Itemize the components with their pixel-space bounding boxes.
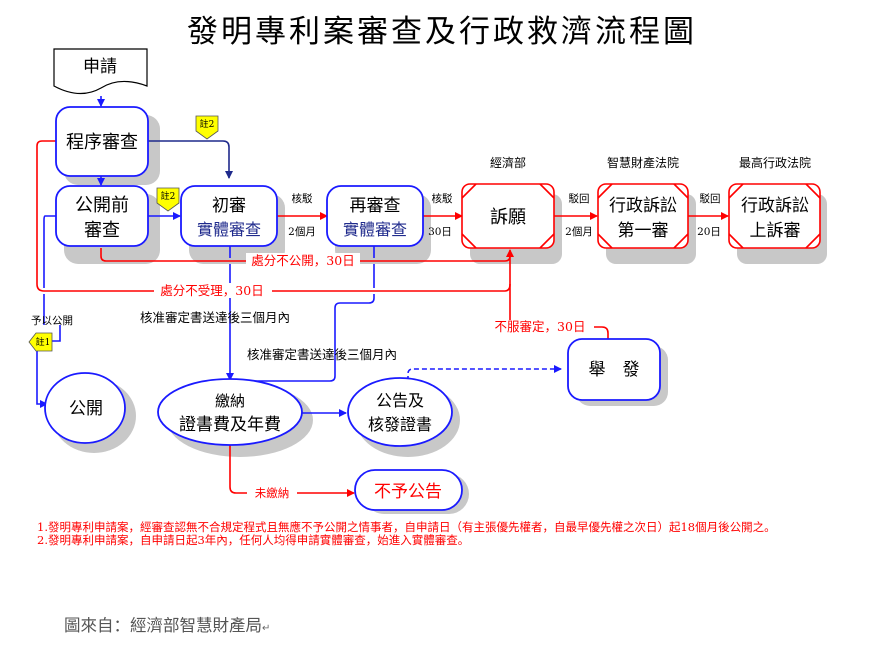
node-pay-label-2: 證書費及年費 [179,415,281,435]
node-reexam[interactable] [326,185,424,247]
node-publish[interactable] [44,372,126,444]
edge-invalidation-to-appeal [594,326,609,340]
node-announce-label-2: 核發證書 [368,415,432,434]
node-procedural-review[interactable] [55,106,149,177]
edge-not-accepted [36,140,511,292]
label-reject-1: 核駁 [292,192,313,205]
edge-unpaid [229,444,355,497]
node-appeal-label: 訴願 [490,207,526,228]
edge-reexam-to-pay [235,246,375,382]
source-text: 圖來自：經濟部智慧財產局 [64,616,262,635]
edge-prepub-left [43,215,56,325]
node-procedural-label: 程序審查 [66,132,138,153]
node-sac-label-1: 行政訴訟 [741,196,809,216]
label-approve-2: 核准審定書送達後三個月內 [247,347,397,362]
agency-supreme-admin: 最高行政法院 [739,155,811,170]
node-not-announce-label: 不予公告 [374,482,442,502]
paragraph-mark-icon: ↵ [262,623,271,634]
edge-announce-to-invalidation [407,365,562,381]
svg-text:註2: 註2 [200,118,215,130]
node-reexam-label-1: 再審查 [350,196,401,216]
label-no-publish: 處分不公開，30日 [251,253,354,268]
label-dismiss-1-period: 2個月 [565,225,593,238]
node-sac-label-2: 上訴審 [750,221,801,241]
note-tag-2b: 註2 [156,187,180,212]
node-pay-fees[interactable] [157,378,303,446]
footnotes: 1.發明專利申請案，經審查認無不合規定程式且無應不予公開之情事者，自申請日（有主… [37,521,857,547]
note-tag-1: 註1 [28,332,53,352]
label-reject-1-period: 2個月 [288,225,316,238]
svg-text:註1: 註1 [36,336,51,348]
red-connectors [36,140,729,497]
svg-text:註2: 註2 [161,190,176,202]
navy-connectors [148,140,233,179]
node-reexam-label-2: 實體審查 [343,220,407,239]
note-tag-2a: 註2 [195,115,219,140]
node-initial-label-1: 初審 [212,196,246,216]
edge-procedural-to-initial [148,140,233,179]
footnote-2: 2.發明專利申請案，自申請日起3年內，任何人均得申請實體審查，始進入實體審查。 [37,533,470,547]
label-reject-2-period: 30日 [428,226,452,238]
label-not-accepted: 處分不受理，30日 [160,283,263,298]
agency-ip-court: 智慧財產法院 [607,155,679,170]
node-invalidation-label: 舉 發 [589,360,640,380]
node-prepub-label-1: 公開前 [75,195,129,216]
node-not-announce[interactable] [354,469,463,511]
node-invalidation[interactable] [567,338,661,401]
node-announce-label-1: 公告及 [376,391,424,410]
label-disagree: 不服審定，30日 [495,319,586,334]
agency-moea: 經濟部 [490,155,526,170]
node-apply[interactable] [53,48,148,95]
image-source: 圖來自：經濟部智慧財產局↵ [64,612,270,636]
node-appeal[interactable] [461,183,555,249]
node-initial-label-2: 實體審查 [197,220,261,239]
node-apply-label: 申請 [83,57,117,77]
node-ipc-label-2: 第一審 [618,221,669,241]
label-reject-2: 核駁 [432,192,453,205]
node-pay-label-1: 繳納 [215,392,245,410]
label-dismiss-1: 駁回 [569,192,590,205]
node-pre-publication-review[interactable] [55,185,149,247]
label-dismiss-2: 駁回 [700,192,721,205]
diagram-title: 發明專利案審查及行政救濟流程圖 [187,14,697,50]
node-publish-label: 公開 [69,399,103,419]
footnote-1: 1.發明專利申請案，經審查認無不合規定程式且無應不予公開之情事者，自申請日（有主… [37,520,776,534]
node-ipc-first-instance[interactable] [597,183,689,249]
node-sac-appeal[interactable] [728,183,821,249]
label-approve-1: 核准審定書送達後三個月內 [140,310,290,325]
label-publish: 予以公開 [31,315,73,327]
label-unpaid: 未繳納 [255,486,290,500]
node-prepub-label-2: 審查 [84,220,120,241]
node-initial-exam[interactable] [180,185,278,247]
label-dismiss-2-period: 20日 [697,226,721,238]
node-announce[interactable] [347,377,453,447]
node-ipc-label-1: 行政訴訟 [609,196,677,216]
